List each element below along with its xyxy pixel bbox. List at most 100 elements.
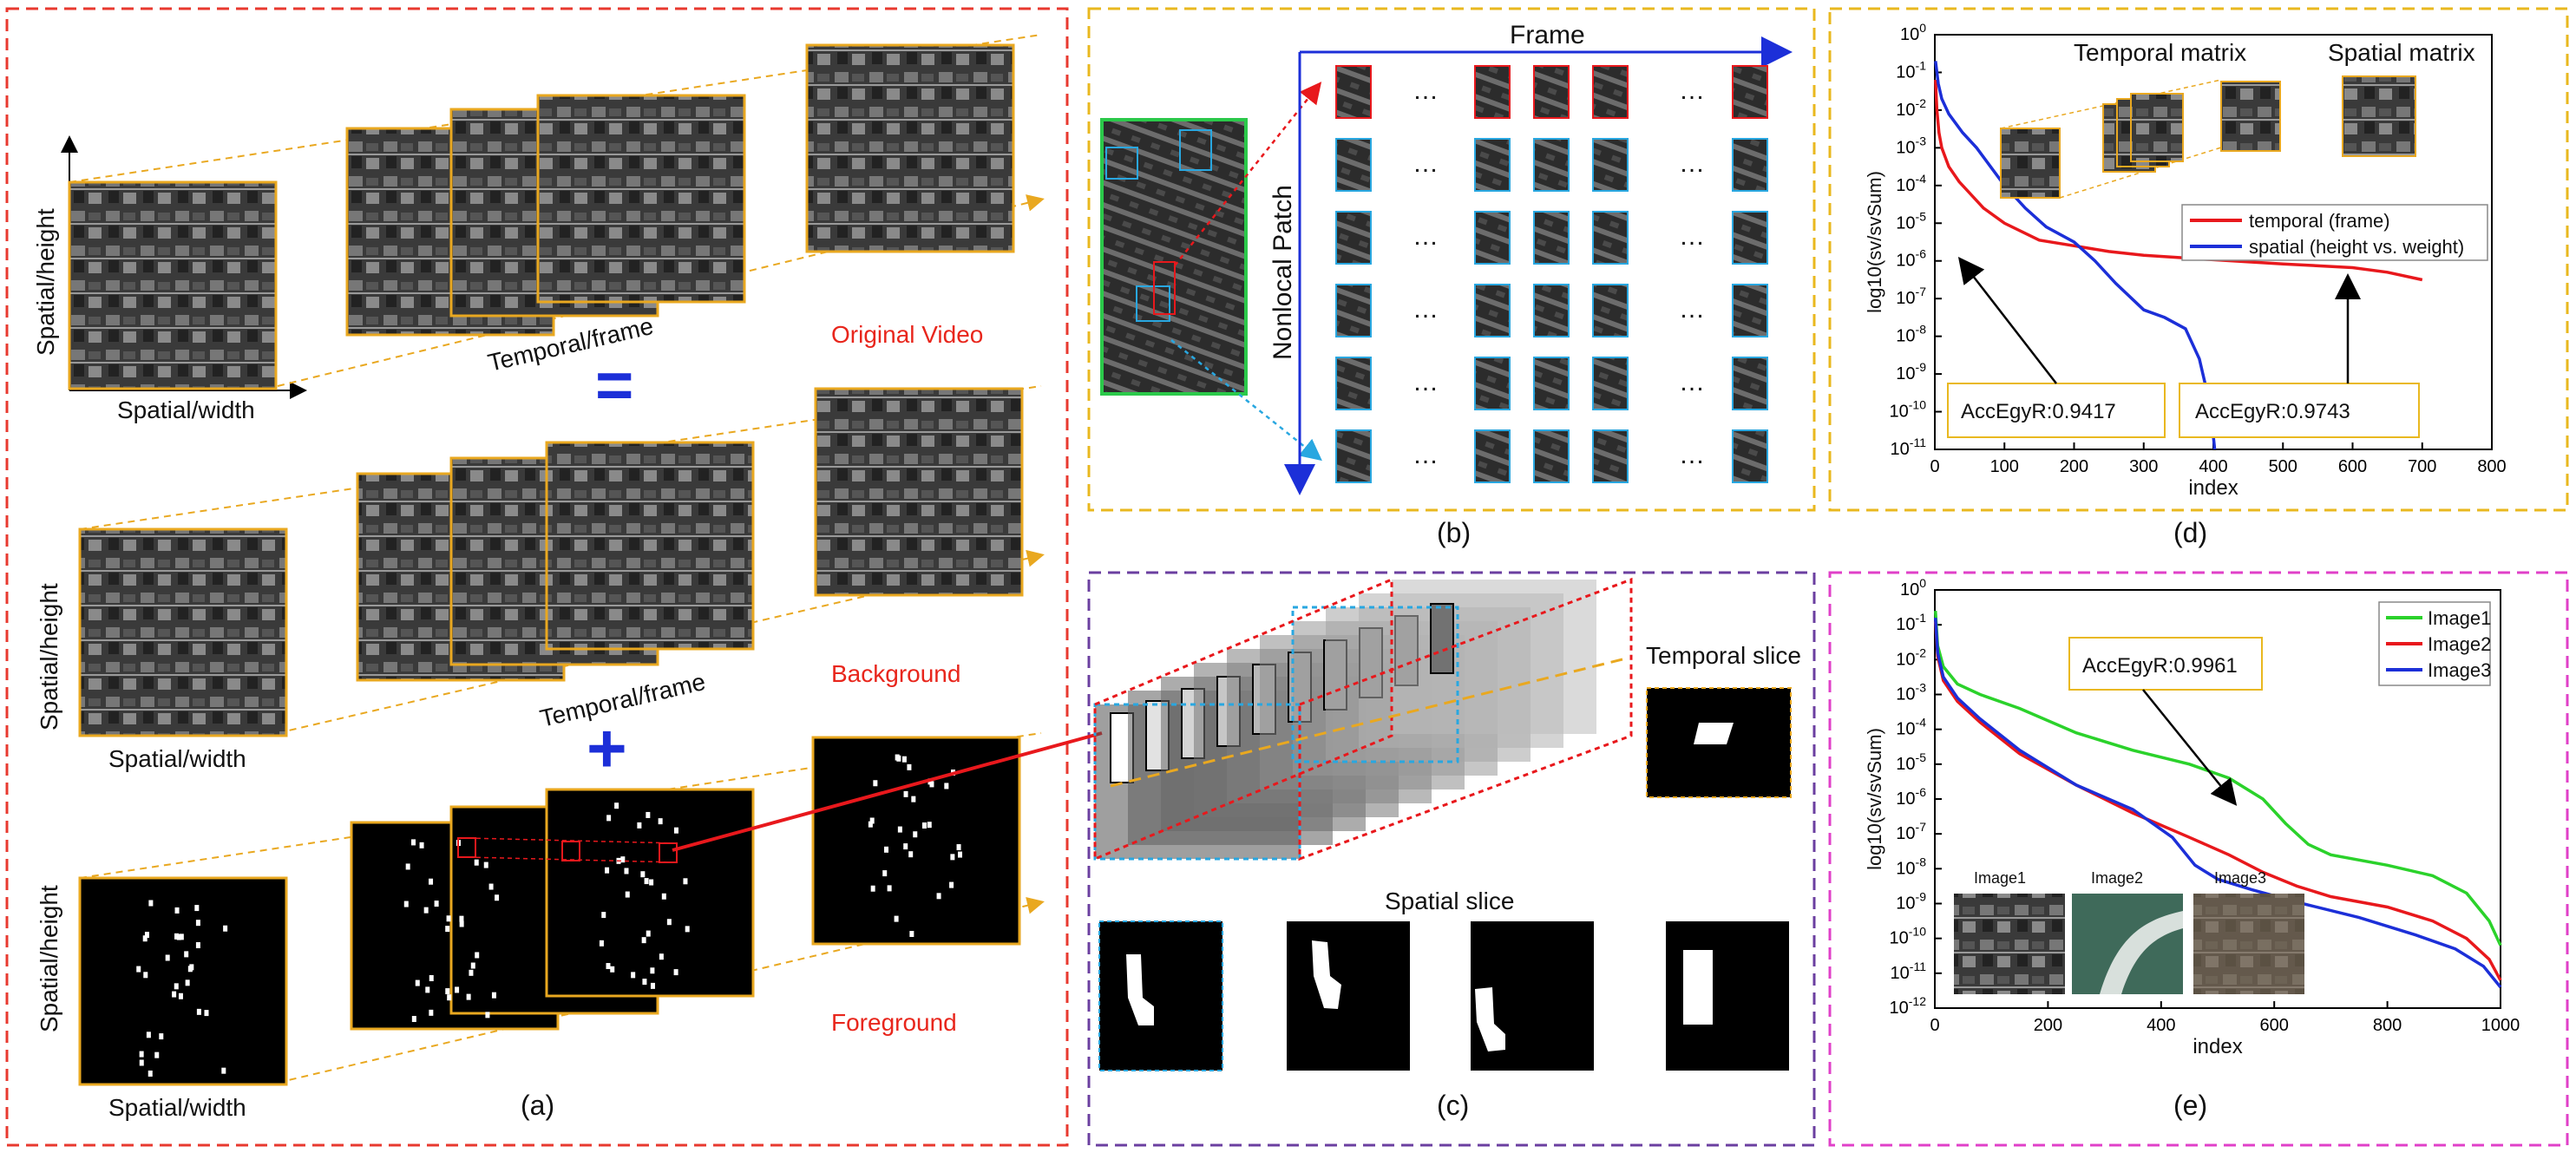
object-patch: [1430, 603, 1454, 674]
object-dot: [405, 863, 410, 870]
y-tick-label: 10-2: [1896, 96, 1926, 120]
nonlocal-patch: [1732, 429, 1768, 483]
row-title: Background: [831, 660, 960, 687]
object-dot: [139, 1051, 144, 1058]
x-axis-label: Spatial/width: [108, 745, 246, 772]
caption-c: (c): [1437, 1090, 1469, 1121]
row-original-video: Spatial/height Spatial/width Temporal/fr…: [32, 34, 1045, 423]
object-dot: [599, 940, 604, 947]
object-dot: [869, 817, 875, 824]
object-dot: [142, 935, 147, 942]
object-dot: [666, 919, 672, 926]
object-dot: [447, 994, 452, 1001]
spatial-slice-image: [1098, 920, 1223, 1071]
video-frame: [545, 441, 755, 651]
x-tick-label: 0: [1930, 1016, 1939, 1035]
y-tick-label: 10-3: [1896, 681, 1926, 704]
object-dot: [640, 871, 646, 878]
object-dot: [469, 969, 474, 976]
y-axis-label: Spatial/height: [36, 583, 62, 730]
ellipsis: …: [1413, 441, 1439, 469]
object-dot: [908, 851, 914, 858]
object-dot: [956, 844, 961, 851]
foreground-frame: [811, 736, 1021, 946]
nonlocal-patch: [1335, 65, 1372, 119]
caption-a: (a): [521, 1090, 554, 1121]
object-dot: [459, 915, 464, 922]
ellipsis: …: [1413, 222, 1439, 251]
x-axis-label: Spatial/width: [117, 396, 255, 423]
patch-axis-title: Nonlocal Patch: [1268, 185, 1297, 360]
nonlocal-patch: [1335, 357, 1372, 410]
row-foreground: Spatial/height Spatial/width Foreground: [36, 731, 1103, 1121]
object-dot: [434, 901, 439, 907]
object-dot: [194, 905, 200, 912]
panel-e-border: [1828, 571, 2569, 1147]
object-dot: [646, 930, 651, 937]
object-dot: [495, 894, 500, 901]
annotation-text: AccEgyR:0.9417: [1961, 400, 2116, 423]
y-tick-label: 10-4: [1896, 716, 1926, 739]
frame-axis-title: Frame: [1510, 21, 1585, 49]
panel-b: Frame Nonlocal Patch ……………………………… (b): [1100, 21, 1793, 548]
legend-image3: Image3: [2428, 659, 2491, 681]
y-axis-label: log10(sv/svSum): [1864, 728, 1885, 870]
y-tick-label: 10-1: [1896, 58, 1926, 82]
object-dot: [683, 878, 688, 885]
patch-highlight: [561, 841, 580, 861]
x-tick-label: 1000: [2481, 1016, 2520, 1035]
y-tick-label: 10-7: [1896, 285, 1926, 308]
thumb-label: Image3: [2214, 869, 2266, 887]
object-dot: [650, 967, 655, 974]
object-dot: [673, 827, 678, 834]
object-dot: [179, 933, 184, 940]
cube-edge: [1093, 577, 1393, 861]
series-line: [1933, 621, 2502, 981]
object-dot: [868, 821, 873, 828]
moving-objects: [136, 754, 963, 1077]
ellipsis: …: [1679, 149, 1705, 178]
row-title: Foreground: [831, 1009, 957, 1036]
object-dot: [174, 907, 180, 914]
object-dot: [659, 953, 664, 960]
object-dot: [445, 988, 450, 995]
object-dot: [606, 963, 611, 970]
object-dot: [646, 811, 651, 818]
object-dot: [605, 867, 610, 874]
foreground-frame: [78, 876, 288, 1086]
object-dot: [146, 1032, 151, 1038]
y-axis-label: log10(sv/svSum): [1864, 171, 1885, 313]
object-dot: [165, 954, 170, 961]
object-dot: [685, 926, 690, 933]
ellipsis: …: [1679, 222, 1705, 251]
plus-operator: +: [587, 710, 627, 787]
x-tick-label: 500: [2269, 457, 2297, 476]
patch-highlight: [659, 842, 678, 863]
nonlocal-patch: [1592, 138, 1629, 192]
object-dot: [620, 856, 626, 863]
x-tick-label: 200: [2060, 457, 2088, 476]
nonlocal-patch: [1474, 138, 1511, 192]
object-dot: [637, 822, 642, 829]
object-dot: [624, 868, 629, 874]
foreground-frame: [545, 788, 755, 998]
legend-image2: Image2: [2428, 633, 2491, 655]
object-dot: [625, 891, 630, 898]
y-tick-label: 10-9: [1896, 890, 1926, 914]
object-dot: [658, 818, 663, 825]
object-dot: [488, 883, 494, 890]
object-dot: [644, 878, 649, 885]
object-dot: [936, 893, 941, 900]
y-tick-label: 10-10: [1890, 925, 1927, 948]
object-dot: [172, 991, 177, 998]
object-dot: [196, 1008, 201, 1015]
y-tick-label: 10-11: [1891, 436, 1927, 459]
object-dot: [189, 964, 194, 971]
object-dot: [894, 915, 899, 922]
y-tick-label: 10-8: [1896, 323, 1926, 346]
x-tick-label: 600: [2260, 1016, 2289, 1035]
cube-slice: [1392, 580, 1596, 734]
